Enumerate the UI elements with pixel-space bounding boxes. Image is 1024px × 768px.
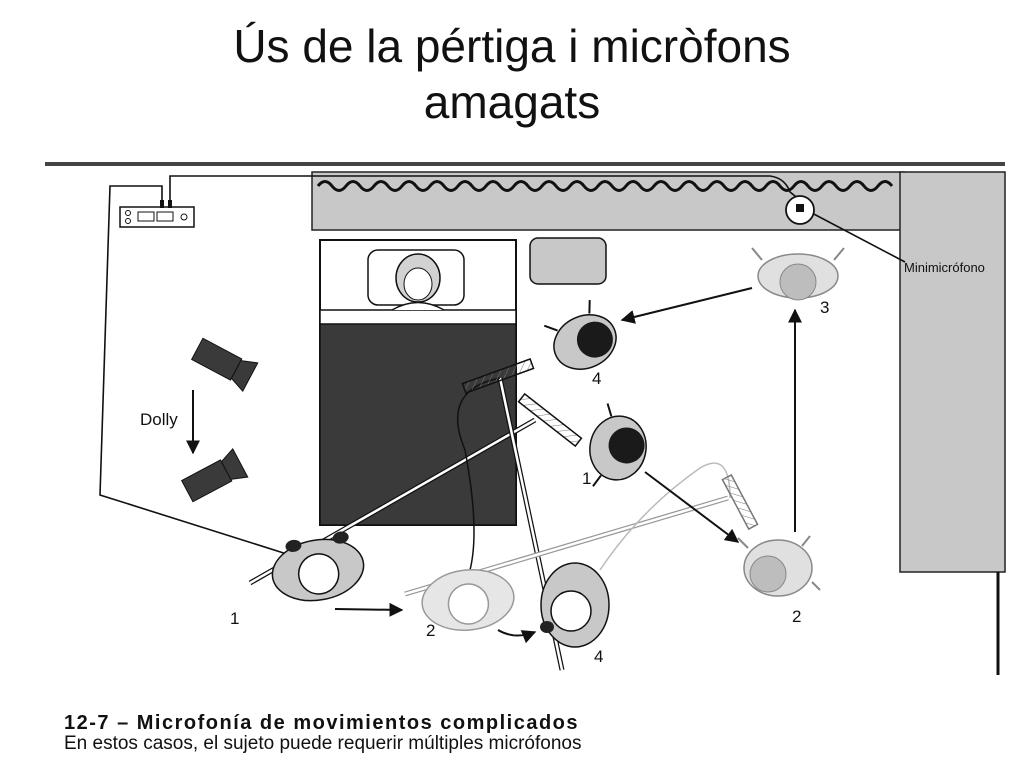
actor-pos-2-label: 2 <box>792 607 801 626</box>
boom-microphone-icon <box>461 358 535 394</box>
boom-microphone-icon <box>517 392 583 448</box>
curtain-wave <box>316 180 894 192</box>
title-line-1: Ús de la pértiga i micròfons <box>233 20 791 72</box>
minimicrophone-label: Minimicrófono <box>904 260 985 275</box>
boom-operator-2 <box>421 569 515 631</box>
camera-icon <box>190 337 259 393</box>
boom-op-pos-1-label: 1 <box>230 609 239 628</box>
actor-2 <box>737 535 821 597</box>
actor-pos-3-label: 3 <box>820 298 829 317</box>
title-line-2: amagats <box>423 76 601 128</box>
dolly-label: Dolly <box>140 410 178 429</box>
bed <box>319 239 517 526</box>
camera-icon <box>180 447 249 503</box>
actor-pos-4-label: 4 <box>592 369 601 388</box>
room-walls <box>45 162 1006 675</box>
actor-4 <box>543 300 617 370</box>
actor-1 <box>589 403 647 487</box>
boom-op-pos-4-label: 4 <box>594 647 603 666</box>
recorder-device <box>119 200 195 228</box>
cables <box>99 175 906 556</box>
boom-operator-4 <box>540 562 610 648</box>
actor-pos-1-label: 1 <box>582 469 591 488</box>
microphone-movement-diagram: Dolly <box>0 150 1024 690</box>
boom-op-pos-2-label: 2 <box>426 621 435 640</box>
mini-microphone-icon <box>785 195 815 225</box>
slide-title: Ús de la pértiga i micròfons amagats <box>0 18 1024 130</box>
nightstand <box>529 237 607 285</box>
actor-3 <box>751 247 845 301</box>
movement-arrows <box>334 287 802 644</box>
boom-operator-1 <box>271 531 365 602</box>
boom-microphone-icon <box>721 473 759 531</box>
caption-text: En estos casos, el sujeto puede requerir… <box>64 733 582 754</box>
figure-caption: 12-7 – Microfonía de movimientos complic… <box>64 712 704 754</box>
caption-title: 12-7 – Microfonía de movimientos complic… <box>64 712 580 734</box>
